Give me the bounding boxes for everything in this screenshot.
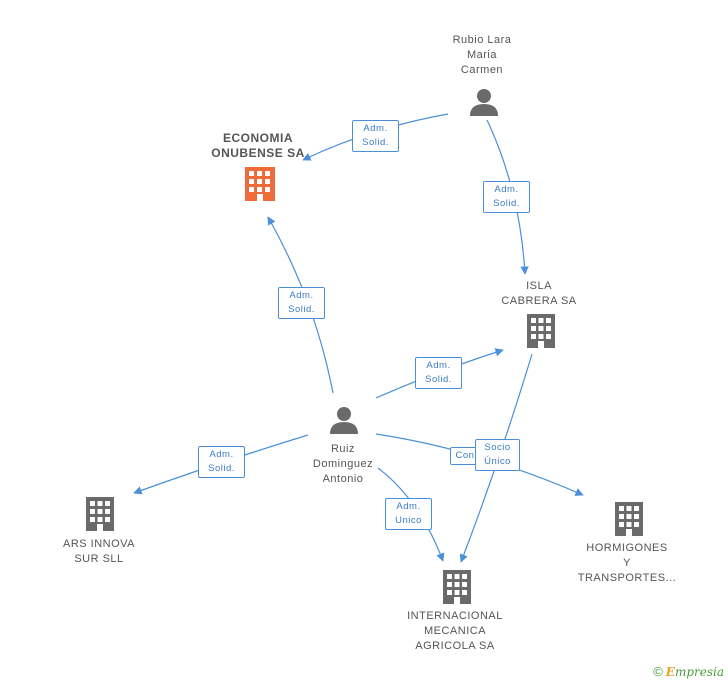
- edge-label-rubio-economia: Adm. Solid.: [352, 120, 399, 152]
- node-label-line: AGRICOLA SA: [415, 640, 495, 652]
- edge-label-line: Adm.: [209, 449, 234, 460]
- node-label-line: CABRERA SA: [501, 295, 577, 307]
- edge-label-ruiz-internacional: Adm. Unico: [385, 498, 432, 530]
- edge-label-rubio-isla: Adm. Solid.: [483, 181, 530, 213]
- node-label-line: INTERNACIONAL: [407, 610, 503, 622]
- node-label-hormigones[interactable]: HORMIGONES Y TRANSPORTES...: [578, 541, 676, 586]
- node-label-line: Y: [623, 557, 631, 569]
- node-label-line: ISLA: [526, 280, 552, 292]
- edge-label-line: Socio: [484, 442, 511, 453]
- node-label-line: Rubio Lara: [452, 34, 512, 46]
- node-label-line: Ruiz: [330, 443, 356, 455]
- node-label-isla[interactable]: ISLA CABRERA SA: [501, 279, 576, 309]
- person-icon[interactable]: [470, 89, 498, 116]
- building-icon[interactable]: [527, 314, 555, 348]
- edge-label-line: Adm.: [363, 123, 388, 134]
- edge-label-ruiz-ars: Adm. Solid.: [198, 446, 245, 478]
- node-label-line: TRANSPORTES...: [577, 572, 677, 584]
- brand-logo[interactable]: Empresia: [666, 665, 724, 679]
- edge-label-line: Unico: [395, 515, 422, 526]
- node-label-line: ONUBENSE SA: [211, 146, 305, 160]
- node-label-ruiz[interactable]: Ruiz Dominguez Antonio: [313, 442, 373, 487]
- building-icon[interactable]: [86, 497, 114, 531]
- edge-label-line: Adm.: [289, 290, 314, 301]
- brand-logo-letter: E: [665, 664, 675, 679]
- node-label-line: MECANICA: [423, 625, 487, 637]
- node-label-line: SUR SLL: [74, 553, 124, 565]
- edge-label-line: Adm.: [426, 360, 451, 371]
- edge-label-line: Adm.: [494, 184, 519, 195]
- brand-logo-text: mpresia: [674, 664, 724, 679]
- node-label-line: HORMIGONES: [586, 542, 668, 554]
- edge-label-line: Adm.: [396, 501, 421, 512]
- building-icon[interactable]: [245, 167, 275, 201]
- node-label-line: Dominguez: [312, 458, 374, 470]
- node-label-rubio[interactable]: Rubio Lara Maria Carmen: [453, 33, 512, 78]
- node-label-internacional[interactable]: INTERNACIONAL MECANICA AGRICOLA SA: [407, 609, 503, 654]
- edge-label-isla-internacional: Socio Único: [475, 439, 520, 471]
- edge-label-line: Solid.: [425, 374, 452, 385]
- node-label-economia[interactable]: ECONOMIA ONUBENSE SA: [211, 131, 305, 161]
- copyright-symbol: ©: [653, 664, 663, 679]
- node-label-line: Carmen: [460, 64, 504, 76]
- node-label-line: ECONOMIA: [222, 131, 293, 145]
- edge-label-line: Solid.: [288, 304, 315, 315]
- edge-label-line: Solid.: [493, 198, 520, 209]
- edge-label-line: Solid.: [362, 137, 389, 148]
- edge-label-ruiz-economia: Adm. Solid.: [278, 287, 325, 319]
- node-label-line: Maria: [466, 49, 498, 61]
- footer-brand: © Empresia: [653, 664, 724, 679]
- node-label-ars[interactable]: ARS INNOVA SUR SLL: [63, 537, 135, 567]
- node-label-line: ARS INNOVA: [62, 538, 136, 550]
- building-icon[interactable]: [443, 570, 471, 604]
- node-label-line: Antonio: [322, 473, 364, 485]
- edge-label-line: Único: [484, 456, 511, 467]
- building-icon[interactable]: [615, 502, 643, 536]
- edge-label-line: Solid.: [208, 463, 235, 474]
- person-icon[interactable]: [330, 407, 358, 434]
- edge-label-ruiz-isla: Adm. Solid.: [415, 357, 462, 389]
- edge-label-line: Con: [455, 450, 475, 461]
